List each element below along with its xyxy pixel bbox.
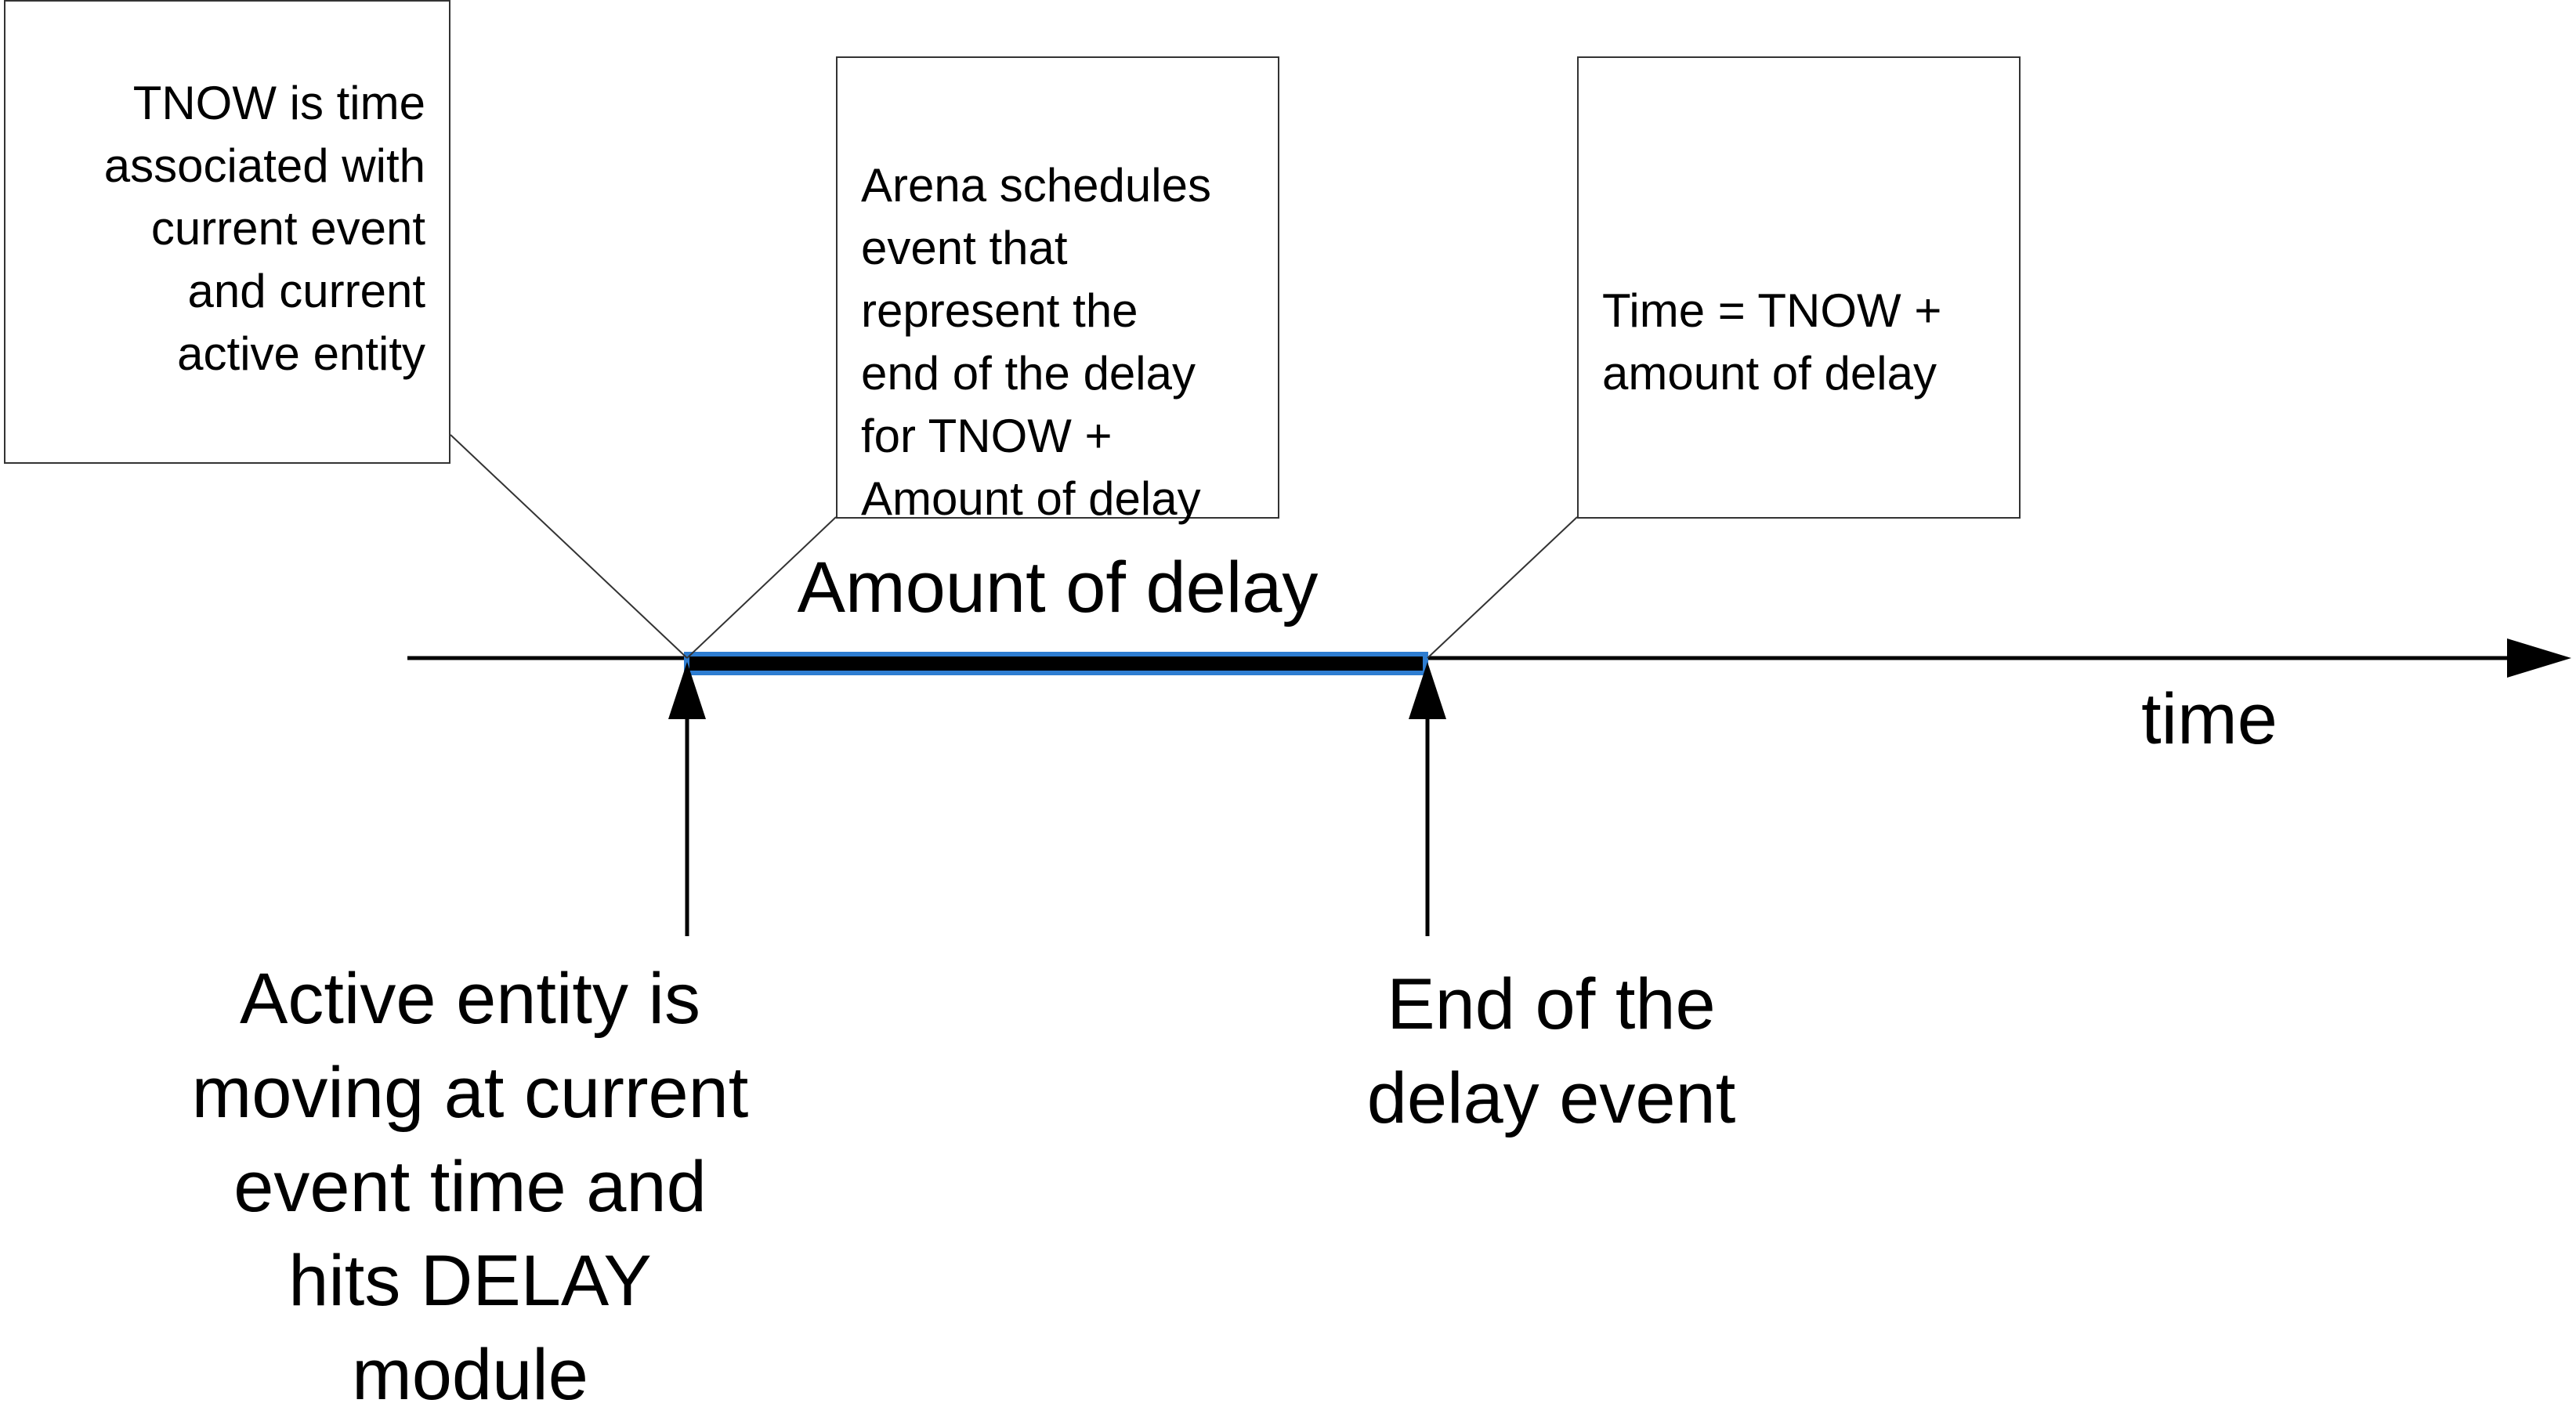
tnow-callout-box: TNOW is time associated with current eve… [4,0,450,464]
delay-interval-bar [689,656,1423,671]
end-of-delay-event-label: End of the delay event [1366,964,1736,1138]
time-callout-leader [1427,516,1578,659]
arena-callout-text: Arena schedules event that represent the… [861,159,1211,525]
time-axis-arrowhead [2507,638,2571,678]
amount-of-delay-label: Amount of delay [797,548,1319,628]
tnow-callout-leader [450,434,688,659]
end-event-arrowhead [1409,662,1446,719]
time-axis-label: time [2141,679,2278,759]
arena-callout-leader [686,516,837,659]
time-callout-box: Time = TNOW + amount of delay [1577,56,2021,519]
time-callout-text: Time = TNOW + amount of delay [1602,284,1942,400]
arena-callout-box: Arena schedules event that represent the… [836,56,1279,525]
current-event-arrowhead [668,662,706,719]
active-entity-label: Active entity is moving at current event… [191,959,749,1415]
tnow-callout-text: TNOW is time associated with current eve… [103,77,425,380]
